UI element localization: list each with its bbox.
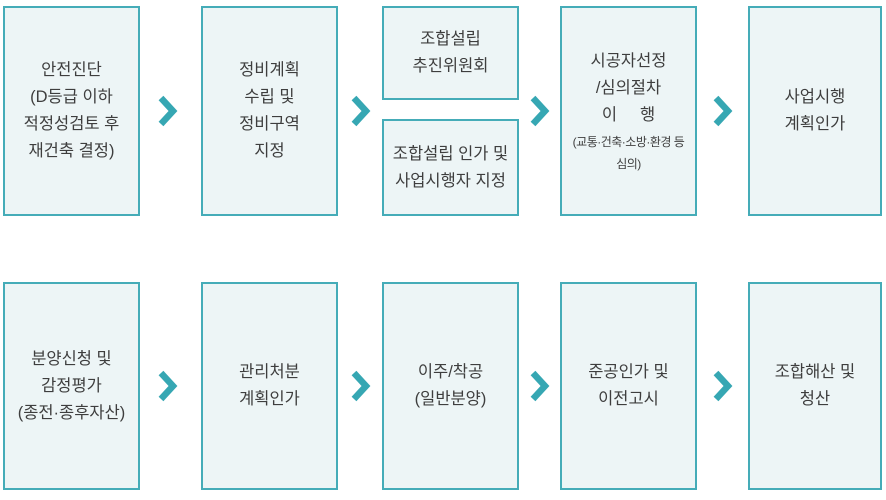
step-maintenance-plan-zone-designation: 정비계획 수립 및 정비구역 지정 xyxy=(201,6,338,216)
step-sale-application-appraisal: 분양신청 및 감정평가 (종전·종후자산) xyxy=(3,282,140,490)
step-label: 정비계획 수립 및 정비구역 지정 xyxy=(239,61,300,160)
chevron-right-icon xyxy=(711,370,733,402)
step-label: 관리처분 계획인가 xyxy=(239,363,300,408)
step-label: 분양신청 및 감정평가 (종전·종후자산) xyxy=(17,349,126,422)
chevron-right-icon xyxy=(156,95,178,127)
step-contractor-selection-deliberation: 시공자선정 /심의절차 이 행 (교통·건축·소방·환경 등 심의) xyxy=(560,6,697,216)
step-label: 안전진단 (D등급 이하 적정성검토 후 재건축 결정) xyxy=(23,61,120,160)
step-safety-inspection: 안전진단 (D등급 이하 적정성검토 후 재건축 결정) xyxy=(3,6,140,216)
step-label: 조합설립 추진위원회 xyxy=(412,30,489,75)
chevron-right-icon xyxy=(156,370,178,402)
step-label: 사업시행 계획인가 xyxy=(784,88,846,133)
chevron-right-icon xyxy=(528,370,550,402)
step-label: 조합설립 인가 및 사업시행자 지정 xyxy=(392,144,509,190)
chevron-right-icon xyxy=(349,370,371,402)
step-union-promotion-committee: 조합설립 추진위원회 xyxy=(382,6,519,100)
step-note: (교통·건축·소방·환경 등 심의) xyxy=(572,134,685,171)
step-union-establishment-approval: 조합설립 인가 및 사업시행자 지정 xyxy=(382,119,519,216)
step-completion-approval-transfer-notice: 준공인가 및 이전고시 xyxy=(560,282,697,490)
step-label: 시공자선정 /심의절차 이 행 xyxy=(590,51,667,124)
step-label: 준공인가 및 이전고시 xyxy=(588,363,669,408)
chevron-right-icon xyxy=(349,95,371,127)
step-project-implementation-approval: 사업시행 계획인가 xyxy=(748,6,882,216)
chevron-right-icon xyxy=(528,95,550,127)
step-relocation-construction-start: 이주/착공 (일반분양) xyxy=(382,282,519,490)
step-union-dissolution-liquidation: 조합해산 및 청산 xyxy=(748,282,882,490)
chevron-right-icon xyxy=(711,95,733,127)
step-label: 이주/착공 (일반분양) xyxy=(414,363,487,408)
step-management-disposal-plan-approval: 관리처분 계획인가 xyxy=(201,282,338,490)
step-label: 조합해산 및 청산 xyxy=(774,363,856,408)
